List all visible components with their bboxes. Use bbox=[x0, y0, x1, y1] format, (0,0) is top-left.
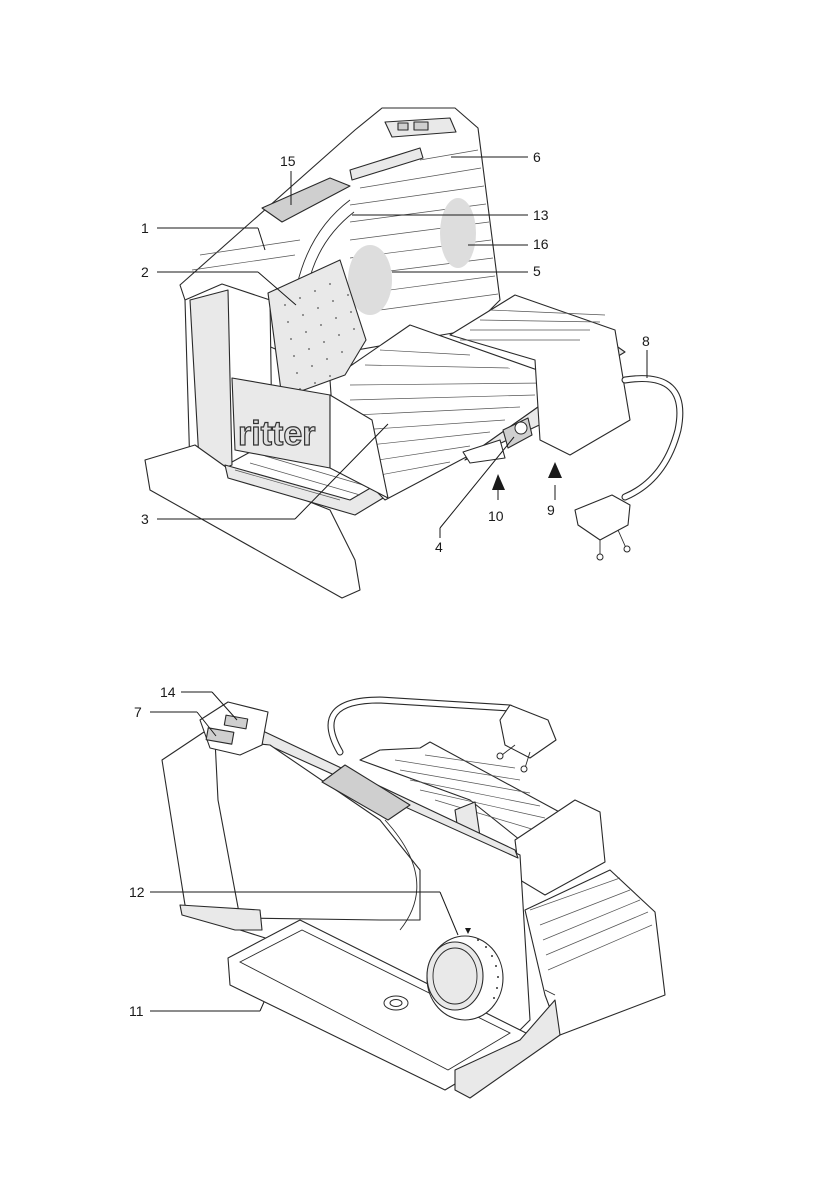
label-14: 14 bbox=[160, 684, 176, 700]
label-11: 11 bbox=[129, 1003, 144, 1019]
vent-area-16 bbox=[440, 198, 476, 268]
switch-a bbox=[398, 123, 408, 130]
label-12: 12 bbox=[129, 884, 145, 900]
label-9: 9 bbox=[547, 502, 555, 518]
label-5: 5 bbox=[533, 263, 541, 279]
label-4: 4 bbox=[435, 539, 443, 555]
arrow-9 bbox=[548, 462, 562, 478]
arrow-10 bbox=[492, 474, 505, 490]
label-3: 3 bbox=[141, 511, 149, 527]
tray-center-mark bbox=[384, 996, 408, 1010]
switch-b bbox=[414, 122, 428, 130]
label-6: 6 bbox=[533, 149, 541, 165]
label-16: 16 bbox=[533, 236, 549, 252]
bottom-figure bbox=[162, 700, 665, 1098]
thickness-knob bbox=[427, 936, 503, 1020]
label-1: 1 bbox=[141, 220, 149, 236]
label-2: 2 bbox=[141, 264, 149, 280]
power-plug bbox=[575, 495, 630, 540]
label-8: 8 bbox=[642, 333, 650, 349]
brand-logo: ritter bbox=[238, 415, 315, 453]
label-15: 15 bbox=[280, 153, 296, 169]
label-7: 7 bbox=[134, 704, 142, 720]
top-figure: ritter bbox=[145, 108, 680, 598]
carriage-lock-knob bbox=[515, 422, 527, 434]
label-10: 10 bbox=[488, 508, 504, 524]
label-13: 13 bbox=[533, 207, 549, 223]
bottom-labels: 7 11 12 14 bbox=[129, 684, 176, 1019]
